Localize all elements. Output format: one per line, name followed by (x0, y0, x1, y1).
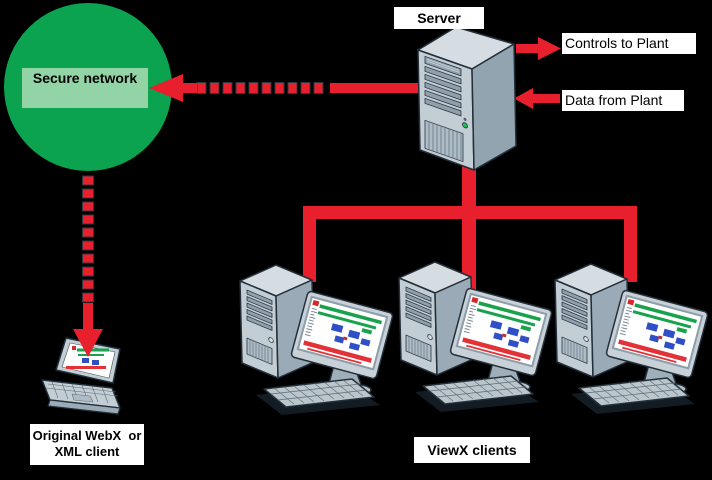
laptop-icon (41, 337, 121, 415)
secure-network-to-webx-dashed-arrow (73, 175, 103, 357)
desktop-client-icon (239, 264, 395, 416)
desktop-client-icon (554, 263, 710, 415)
server-tower-icon (417, 26, 517, 171)
webx-client-label: Original WebX or XML client (30, 424, 144, 465)
webx-client-label-line1: Original WebX or (32, 428, 142, 443)
webx-client-label-line2: XML client (54, 443, 120, 459)
arrowhead-left (514, 88, 533, 109)
controls-to-plant-label: Controls to Plant (562, 33, 696, 54)
viewx-clients-label: ViewX clients (414, 437, 530, 463)
data-from-plant-label: Data from Plant (562, 90, 684, 111)
controls-to-plant-arrow (516, 37, 561, 60)
data-from-plant-arrow (514, 88, 560, 109)
server-to-secure-network-dashed-arrow (149, 74, 420, 102)
server-label: Server (394, 7, 484, 29)
arrowhead-left (149, 74, 183, 102)
arrowhead-down (73, 329, 103, 357)
arrowhead-right (538, 37, 561, 60)
secure-network-label: Secure network (22, 68, 148, 108)
server-to-viewx-bus (303, 148, 637, 298)
